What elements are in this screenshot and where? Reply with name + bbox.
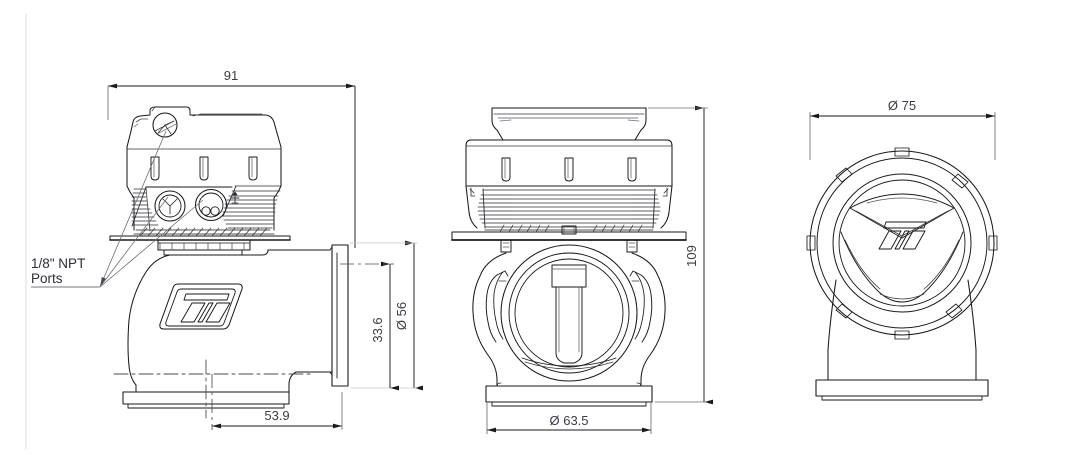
- npt-ports-label-line2: Ports: [31, 271, 63, 286]
- base-flange-front: [485, 382, 653, 407]
- valve-body-side: [122, 249, 333, 409]
- dimension-cap-diameter-label: Ø 75: [888, 98, 916, 113]
- npt-ports-annotation: 1/8" NPT Ports: [31, 130, 204, 288]
- dimension-flange-offset: 33.6: [340, 261, 399, 391]
- center-lines-side: [113, 359, 313, 419]
- dimension-overall-width: 91: [107, 68, 356, 248]
- npt-leader-1: [99, 130, 167, 288]
- dimension-base-diameter: Ø 63.5: [486, 403, 652, 434]
- flange-studs-front: [500, 239, 638, 253]
- dimension-body-length: 53.9: [211, 374, 343, 430]
- mounting-plate-front: [451, 224, 687, 241]
- inner-cap-top: [832, 173, 972, 313]
- actuator-cap-side: [126, 106, 282, 187]
- dimension-flange-diameter-label: Ø 56: [394, 302, 409, 330]
- dimension-flange-offset-label: 33.6: [370, 317, 385, 342]
- cap-band-front: [465, 139, 673, 187]
- npt-ports-label-line1: 1/8" NPT: [31, 256, 85, 271]
- valve-body-front: [472, 244, 666, 387]
- spring-housing-fins-side: [126, 185, 282, 232]
- spring-housing-fins-front: [465, 185, 673, 229]
- dimension-overall-height-label: 109: [684, 245, 699, 267]
- body-neck-top: [827, 279, 977, 381]
- npt-leader-2: [99, 196, 169, 288]
- base-flange-top: [815, 379, 989, 401]
- tial-logo-top: [878, 221, 927, 250]
- mounting-plate-side: [109, 227, 291, 256]
- tial-logo-side: [159, 283, 243, 330]
- outlet-flange-side: [329, 244, 349, 387]
- dimension-base-diameter-label: Ø 63.5: [549, 413, 588, 428]
- top-view: [806, 147, 998, 401]
- actuator-cap-front: [491, 107, 647, 141]
- outer-ring-top: [806, 147, 998, 340]
- dimension-overall-width-label: 91: [224, 68, 238, 83]
- dimension-cap-diameter: Ø 75: [809, 98, 996, 160]
- dimension-overall-height: 109: [648, 105, 713, 405]
- left-side-view: [109, 106, 349, 419]
- dimension-body-length-label: 53.9: [264, 408, 289, 423]
- front-view: [451, 107, 687, 407]
- npt-leader-3: [99, 199, 204, 288]
